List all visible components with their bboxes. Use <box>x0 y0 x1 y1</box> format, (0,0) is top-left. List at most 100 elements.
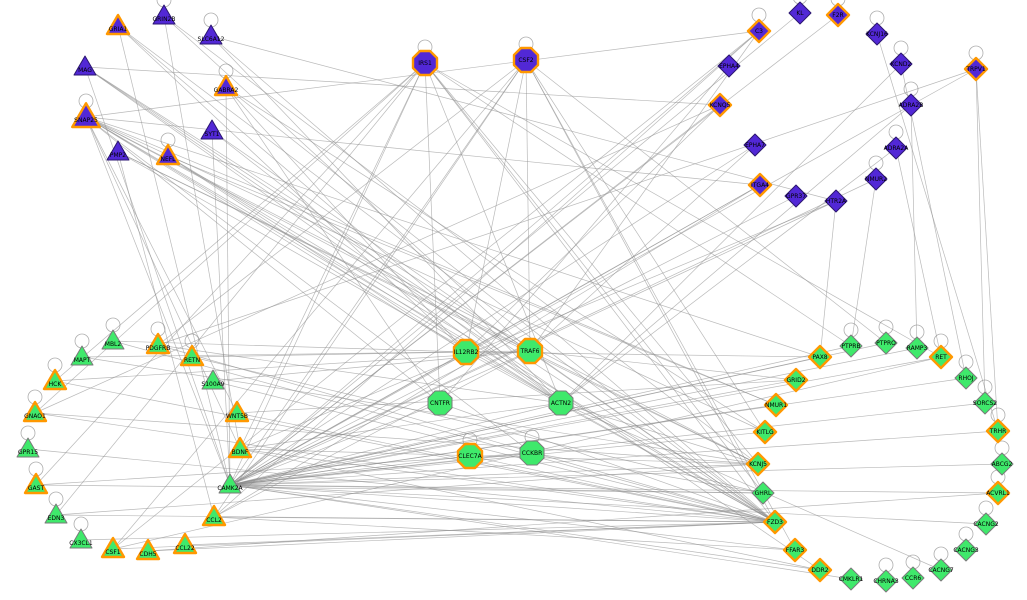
edge <box>529 350 759 465</box>
node-cckbr[interactable] <box>519 440 545 466</box>
node-itga4[interactable] <box>747 172 773 198</box>
node-ccr6[interactable] <box>901 566 925 590</box>
node-cx3cl1[interactable] <box>69 528 93 549</box>
node-edn3[interactable] <box>44 503 68 524</box>
edge <box>34 412 759 465</box>
node-pdgfrb[interactable] <box>145 332 171 355</box>
node-gria1[interactable] <box>105 13 131 36</box>
node-kl[interactable] <box>788 1 812 25</box>
edge <box>84 66 562 404</box>
node-ret[interactable] <box>928 344 954 370</box>
node-camk2a[interactable] <box>218 473 242 494</box>
edge <box>112 59 527 550</box>
node-clec7a[interactable] <box>456 442 484 470</box>
edge <box>229 404 777 486</box>
node-c3[interactable] <box>746 18 772 44</box>
edge <box>229 59 527 486</box>
node-ramp3[interactable] <box>905 336 929 360</box>
edge <box>560 147 897 404</box>
node-mapt[interactable] <box>70 345 94 366</box>
node-traf6[interactable] <box>516 337 544 365</box>
node-bdnf[interactable] <box>227 436 253 459</box>
node-gpr37[interactable] <box>784 184 808 208</box>
node-trhr[interactable] <box>985 418 1011 444</box>
node-ddr2[interactable] <box>807 557 833 583</box>
node-grin2b[interactable] <box>152 4 176 25</box>
node-irs1[interactable] <box>411 49 439 77</box>
node-ptprb[interactable] <box>839 334 863 358</box>
node-cntfr[interactable] <box>427 390 453 416</box>
node-fzd3[interactable] <box>762 509 788 535</box>
node-ptpro[interactable] <box>874 331 898 355</box>
node-chrna3[interactable] <box>874 569 898 593</box>
node-ghrl[interactable] <box>751 481 775 505</box>
node-nefl[interactable] <box>155 143 181 166</box>
node-cacng2[interactable] <box>974 512 998 536</box>
node-cdh5[interactable] <box>135 538 161 561</box>
edge <box>239 402 562 450</box>
node-cacng7[interactable] <box>929 558 953 582</box>
node-cacng3[interactable] <box>954 538 978 562</box>
node-ccl2[interactable] <box>201 504 227 527</box>
node-slc6a12[interactable] <box>199 24 223 45</box>
node-nmur2[interactable] <box>864 167 888 191</box>
edge <box>213 184 761 518</box>
node-hck[interactable] <box>42 368 68 391</box>
node-csf2[interactable] <box>512 46 540 74</box>
node-kcnj16[interactable] <box>865 22 889 46</box>
node-ccl22[interactable] <box>172 532 198 555</box>
edge <box>225 86 467 353</box>
node-il12rb2[interactable] <box>452 338 480 366</box>
node-sorcs2[interactable] <box>973 391 997 415</box>
node-epha4[interactable] <box>717 54 741 78</box>
node-gabra2[interactable] <box>213 74 239 97</box>
node-grid2[interactable] <box>783 367 809 393</box>
node-csf1[interactable] <box>100 536 126 559</box>
node-gast[interactable] <box>23 472 49 495</box>
node-adra2b[interactable] <box>899 93 923 117</box>
node-retn[interactable] <box>179 344 205 367</box>
edge <box>55 463 759 516</box>
edge <box>229 484 987 525</box>
edge <box>424 62 764 494</box>
edge <box>239 448 759 465</box>
node-syt1[interactable] <box>200 119 224 140</box>
node-adra2a[interactable] <box>884 136 908 160</box>
node-trpv1[interactable] <box>963 56 989 82</box>
node-abcg2[interactable] <box>990 452 1014 476</box>
edge <box>157 59 527 346</box>
node-cmklr1[interactable] <box>839 567 863 591</box>
edge <box>54 350 531 382</box>
node-s100a9[interactable] <box>201 369 225 390</box>
edge <box>525 59 531 352</box>
node-wnt5b[interactable] <box>224 400 250 423</box>
node-kcnq5[interactable] <box>707 92 733 118</box>
node-kcnj5[interactable] <box>745 451 771 477</box>
edge <box>560 402 942 571</box>
node-nmur1[interactable] <box>763 392 789 418</box>
edge <box>85 116 821 358</box>
edge <box>54 380 776 523</box>
node-acvrl1[interactable] <box>985 480 1011 506</box>
node-rhoj[interactable] <box>954 366 978 390</box>
node-gnao1[interactable] <box>22 400 48 423</box>
edge <box>213 59 527 518</box>
edge <box>35 484 764 494</box>
node-kitlg[interactable] <box>752 419 778 445</box>
edge <box>167 155 467 353</box>
edge <box>210 35 837 202</box>
node-snap25[interactable] <box>71 102 101 129</box>
node-pax8[interactable] <box>807 344 833 370</box>
node-gpr15[interactable] <box>16 437 40 458</box>
node-actn2[interactable] <box>548 390 574 416</box>
node-ffar3[interactable] <box>782 537 808 563</box>
node-kcnd2[interactable] <box>889 52 913 76</box>
node-pmp2[interactable] <box>106 140 130 161</box>
node-epha7[interactable] <box>743 133 767 157</box>
node-mag[interactable] <box>73 55 97 76</box>
node-f2r[interactable] <box>825 2 851 28</box>
node-mbl2[interactable] <box>101 329 125 350</box>
node-htr2a[interactable] <box>824 189 848 213</box>
